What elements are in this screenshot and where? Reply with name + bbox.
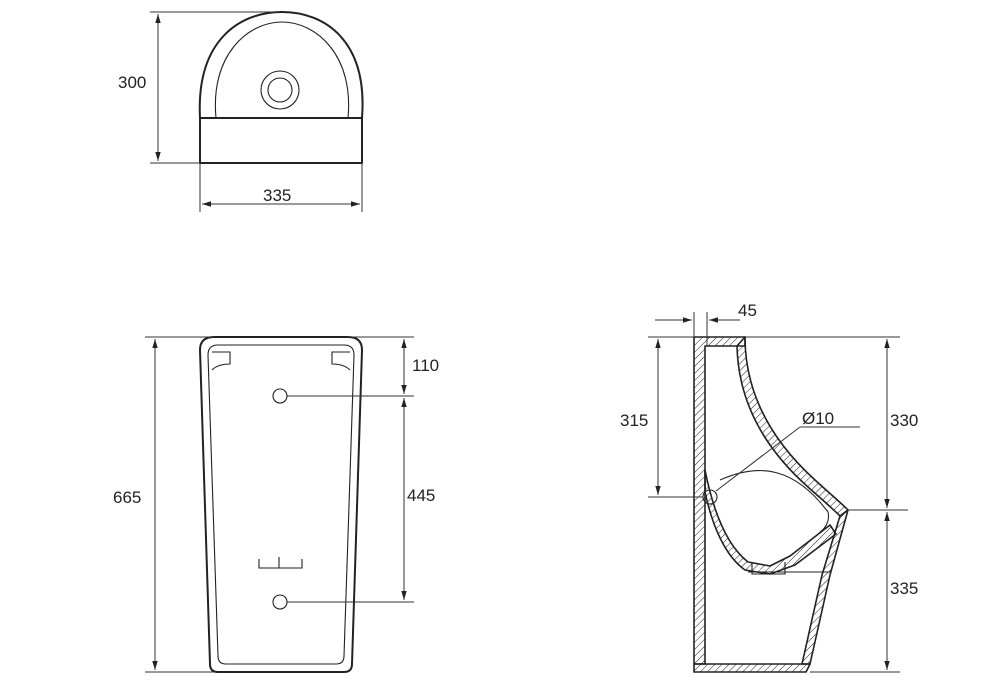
top-depth-label: 300: [118, 73, 146, 92]
front-height-label: 665: [113, 488, 141, 507]
wall-offset-label: 45: [738, 301, 757, 320]
side-view: Ø10 45 315 330 335: [620, 301, 918, 673]
top-to-hole-label: 110: [412, 356, 439, 375]
drain-outer: [260, 70, 300, 110]
left-mount-tab: [211, 351, 231, 371]
drain-inner: [267, 77, 293, 103]
hole-spacing-label: 445: [407, 486, 435, 505]
top-view-outline: [198, 11, 364, 164]
top-view: 300 335: [118, 11, 364, 212]
back-wall-section: [693, 336, 746, 665]
bowl-floor-section: [704, 469, 837, 575]
lower-height-label: 335: [890, 579, 918, 598]
inlet-height-label: 315: [620, 411, 648, 430]
top-width-label: 335: [263, 186, 291, 205]
pipe-leader: [715, 426, 801, 492]
upper-height-label: 330: [890, 411, 918, 430]
right-mount-tab: [331, 351, 351, 371]
bottom-section: [693, 663, 811, 673]
bowl-inner-curve: [719, 469, 830, 533]
top-view-bowl-rim: [214, 21, 350, 119]
front-view-inner-outline: [207, 344, 355, 665]
drain-fitting: [751, 562, 786, 575]
front-view: 665 110 445: [113, 336, 439, 673]
pipe-diameter-label: Ø10: [802, 409, 834, 428]
drain-slot: [258, 557, 303, 569]
front-view-outline: [199, 336, 363, 673]
lower-mounting-hole: [272, 594, 288, 610]
upper-mounting-hole: [272, 388, 288, 404]
